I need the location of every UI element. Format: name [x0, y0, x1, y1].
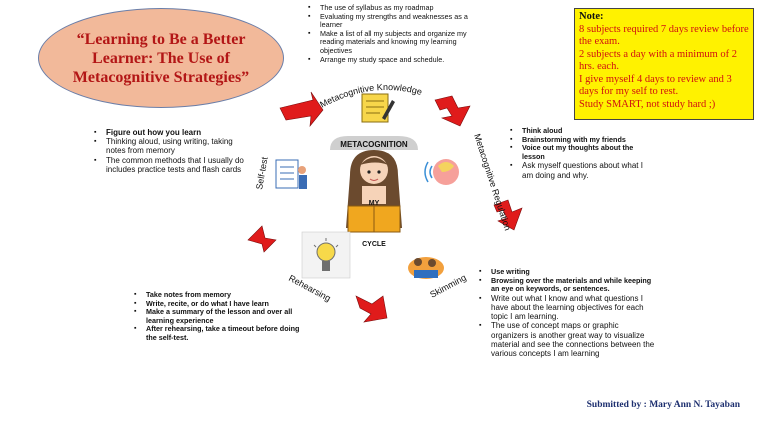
checklist-icon: [275, 159, 307, 189]
list-item: Voice out my thoughts about the lesson: [510, 143, 648, 161]
list-item: Browsing over the materials and while ke…: [479, 276, 657, 294]
stage-label-regulation: Metacognitive Regulation: [472, 133, 513, 232]
notes-icon: [361, 93, 395, 123]
note-line: Study SMART, not study hard ;): [579, 98, 716, 110]
brain-head-icon: [424, 159, 459, 185]
selftest-list: Figure out how you learn Thinking aloud,…: [92, 128, 252, 174]
cycle-arrow: [279, 91, 324, 127]
cycle-arrow: [493, 199, 523, 231]
note-line: I give myself 4 days to review and 3 day…: [579, 73, 732, 98]
girl-reading-illustration: [346, 150, 402, 233]
regulation-list: Think aloud Brainstorming with my friend…: [508, 126, 648, 180]
note-line: 2 subjects a day with a minimum of 2 hrs…: [579, 48, 738, 73]
metacognition-cloud: [330, 136, 418, 150]
list-item: Make a summary of the lesson and over al…: [134, 307, 307, 325]
title-oval: “Learning to Be a Better Learner: The Us…: [38, 8, 284, 108]
knowledge-list: The use of syllabus as my roadmap Evalua…: [306, 3, 476, 65]
stage-label-selftest: Self-test: [254, 156, 270, 191]
lightbulb-pencil-icon: [301, 231, 351, 279]
list-item: After rehearsing, take a timeout before …: [134, 325, 307, 342]
list-item: Take notes from memory: [134, 290, 307, 300]
list-item: Write out what I know and what questions…: [479, 294, 657, 322]
list-item: Thinking aloud, using writing, taking no…: [94, 137, 252, 155]
rehearsing-list: Take notes from memory Write, recite, or…: [132, 290, 307, 343]
cycle-arrow: [247, 225, 277, 253]
note-heading: Note:: [579, 11, 604, 22]
list-item: The common methods that I usually do inc…: [94, 156, 252, 174]
list-item: Arrange my study space and schedule.: [308, 55, 476, 65]
skimming-list: Use writing Browsing over the materials …: [477, 267, 657, 358]
list-item: Write, recite, or do what I have learn: [134, 299, 307, 309]
cycle-label: CYCLE: [362, 241, 386, 248]
poster-title: “Learning to Be a Better Learner: The Us…: [72, 30, 250, 86]
list-item: Make a list of all my subjects and organ…: [308, 29, 476, 56]
list-item: Figure out how you learn: [94, 128, 252, 137]
cycle-arrow: [434, 95, 471, 127]
center-label: METACOGNITION: [340, 140, 408, 149]
kids-reading-icon: [408, 257, 444, 279]
list-item: The use of concept maps or graphic organ…: [479, 321, 657, 358]
list-item: Brainstorming with my friends: [510, 135, 648, 145]
list-item: Evaluating my strengths and weaknesses a…: [308, 12, 476, 30]
cycle-arrow: [355, 295, 388, 323]
submitted-by: Submitted by : Mary Ann N. Tayaban: [586, 400, 740, 410]
list-item: Ask myself questions about what I am doi…: [510, 161, 648, 179]
list-item: Use writing: [479, 267, 657, 277]
book-label: MY: [369, 200, 380, 207]
list-item: The use of syllabus as my roadmap: [308, 3, 476, 13]
note-box: Note: 8 subjects required 7 days review …: [574, 8, 754, 120]
list-item: Think aloud: [510, 126, 648, 136]
note-line: 8 subjects required 7 days review before…: [579, 23, 749, 48]
